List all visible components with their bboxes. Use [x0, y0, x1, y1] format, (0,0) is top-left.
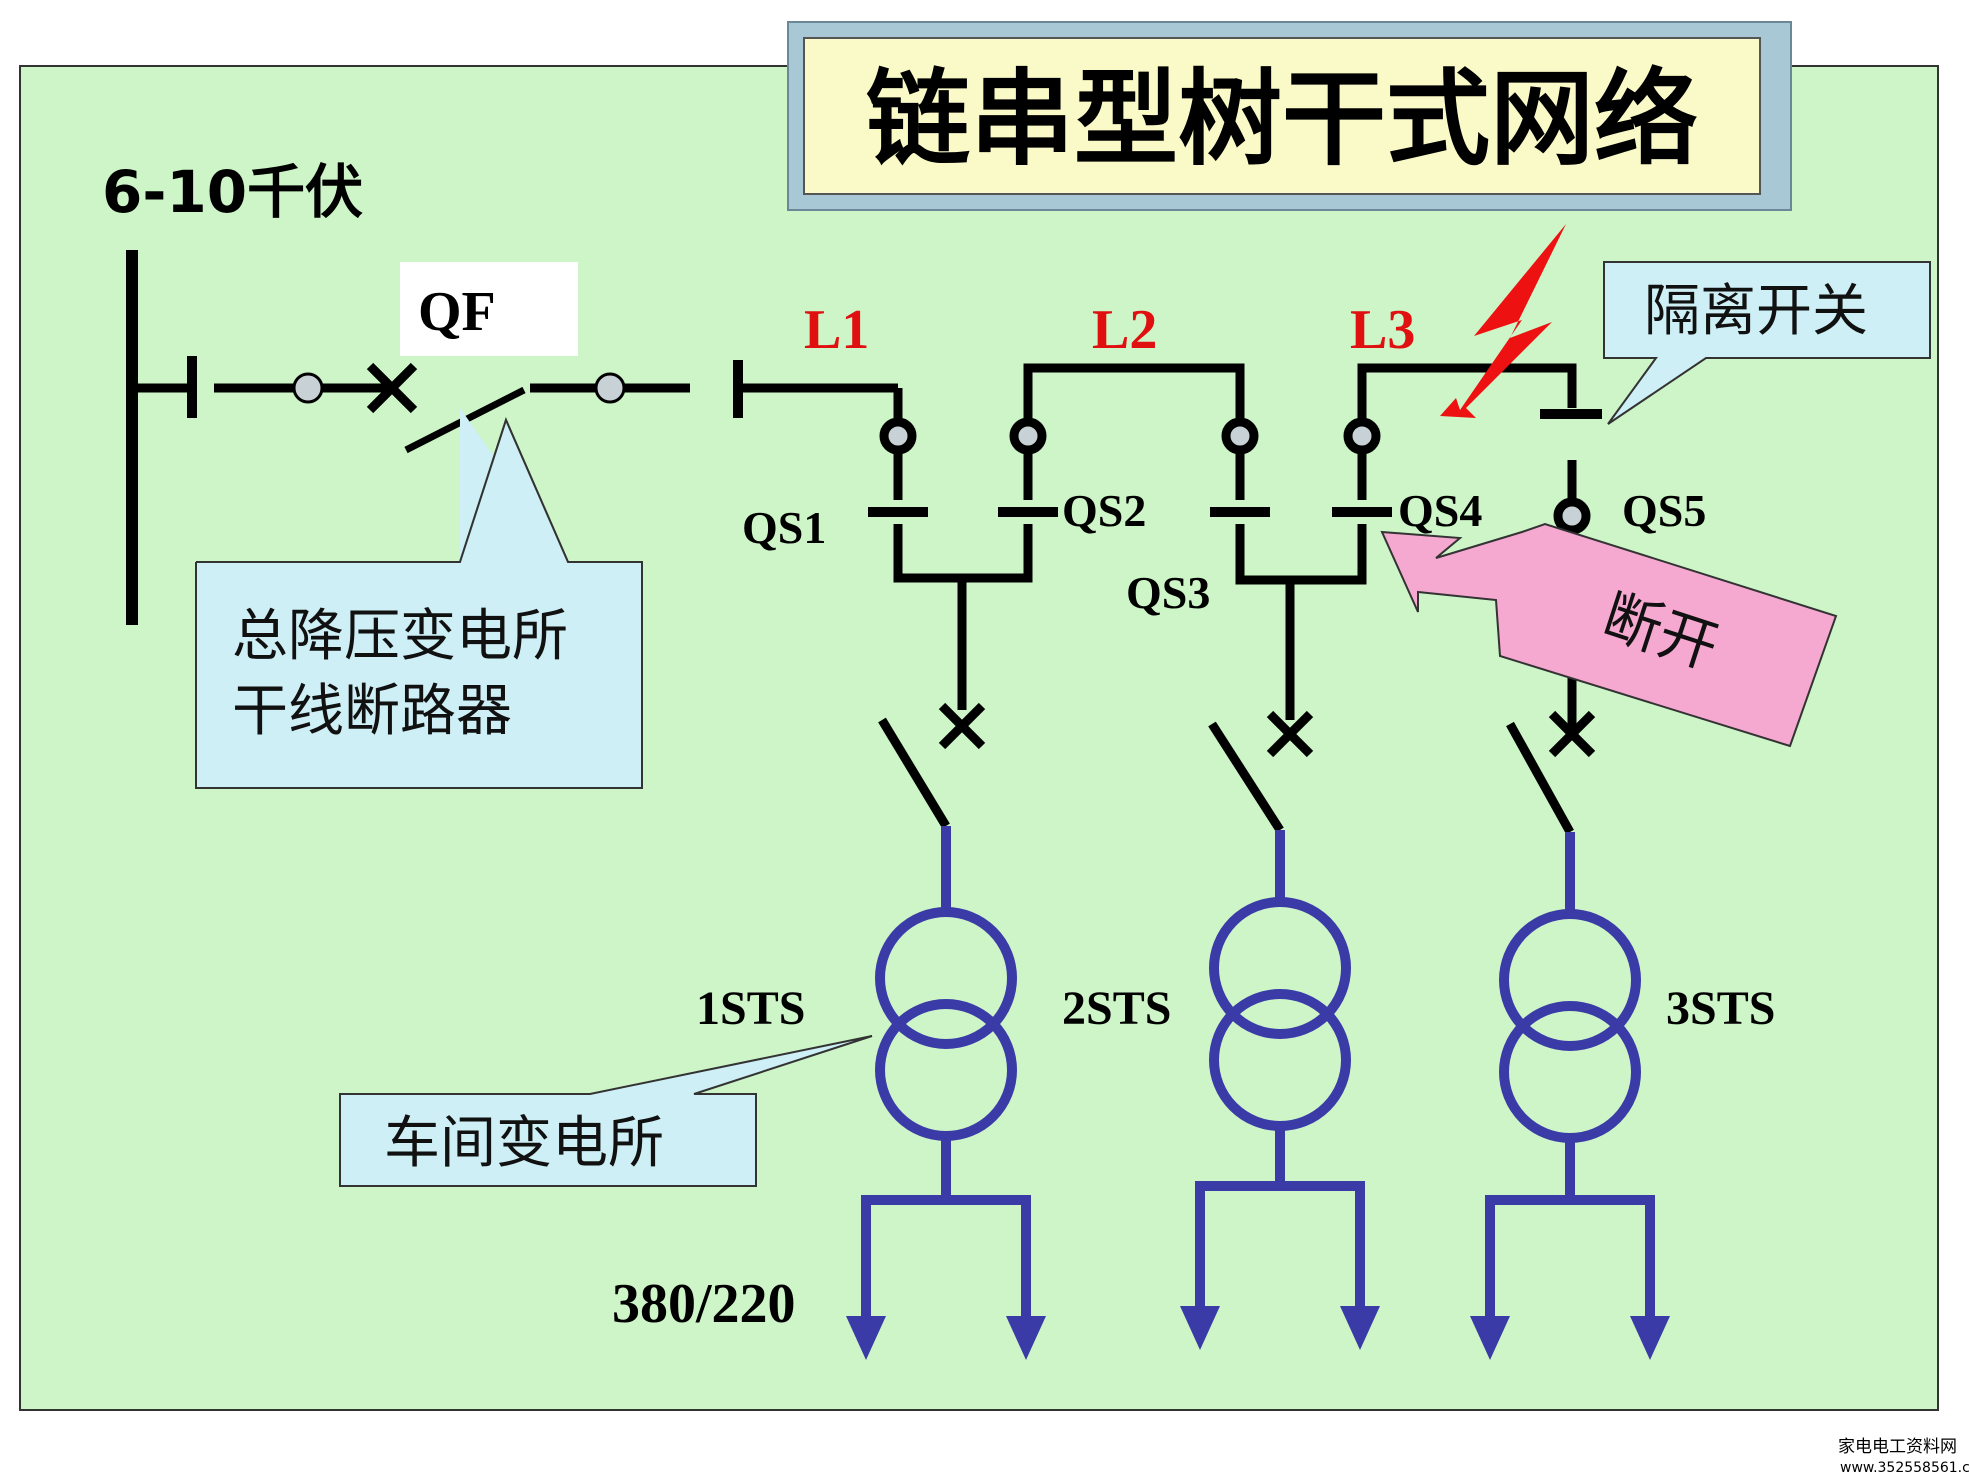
- watermark-line-1: 家电电工资料网: [1838, 1437, 1957, 1457]
- line-label-l1: L1: [804, 299, 869, 361]
- switch-label-qs3: QS3: [1126, 567, 1210, 618]
- line-label-l3: L3: [1350, 299, 1415, 361]
- feeder-line: [132, 356, 903, 454]
- transformer-label-3sts: 3STS: [1666, 982, 1775, 1035]
- breaker-callout: 总降压变电所 干线断路器: [195, 408, 643, 789]
- feeder-terminal-right: [594, 372, 626, 404]
- qs5-contact: [1553, 497, 1591, 535]
- substation-callout-text: 车间变电所: [384, 1111, 664, 1176]
- output-arrows: [846, 1306, 1670, 1360]
- transformer-label-1sts: 1STS: [696, 982, 805, 1035]
- isolator-contacts: [879, 417, 1381, 455]
- switch-label-qs5: QS5: [1622, 485, 1706, 536]
- feeder-terminal-left: [292, 372, 324, 404]
- isolator-callout: 隔离开关: [1603, 261, 1931, 425]
- transformer-label-2sts: 2STS: [1062, 982, 1171, 1035]
- switch-label-qs1: QS1: [742, 502, 826, 553]
- open-callout: 断开: [1380, 522, 1838, 748]
- transformers: [861, 826, 1655, 1320]
- qf-breaker-cross: [366, 362, 418, 414]
- isolator-callout-text: 隔离开关: [1644, 279, 1868, 344]
- chain-lines: [1023, 363, 1602, 419]
- bus-voltage-label: 6-10千伏: [102, 158, 363, 226]
- qf-label: QF: [418, 281, 496, 343]
- substation-callout: 车间变电所: [339, 1035, 873, 1187]
- qf-label-box: [400, 262, 578, 356]
- switch-label-qs4: QS4: [1398, 485, 1482, 536]
- watermark-line-2: www.352558561.cn: [1840, 1460, 1970, 1476]
- output-voltage-label: 380/220: [612, 1273, 796, 1335]
- switch-label-qs2: QS2: [1062, 485, 1146, 536]
- line-label-l2: L2: [1092, 299, 1157, 361]
- lightning-bolt-icon: [1440, 224, 1566, 418]
- page-title: 链串型树干式网络: [866, 58, 1698, 180]
- breaker-callout-line-2: 干线断路器: [232, 679, 512, 744]
- load-breakers: [878, 702, 1596, 835]
- title-box: 链串型树干式网络: [787, 21, 1792, 211]
- breaker-callout-line-1: 总降压变电所: [232, 604, 568, 669]
